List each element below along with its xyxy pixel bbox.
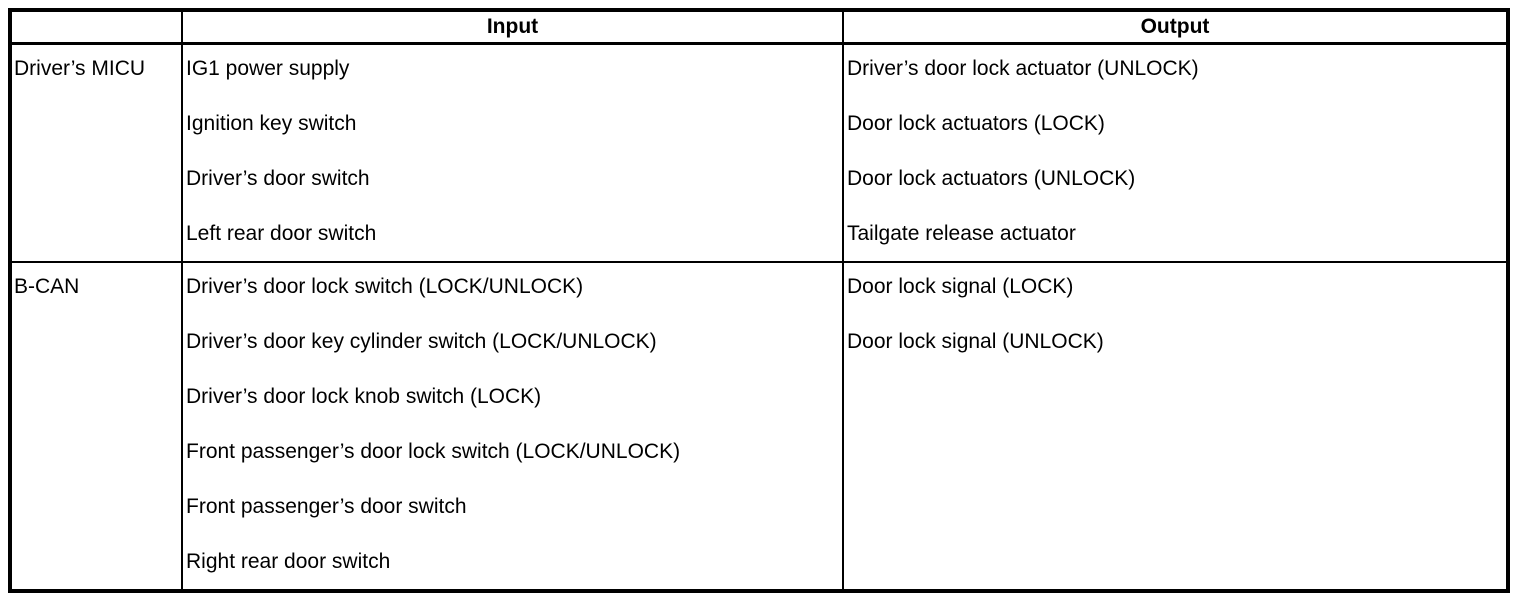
source-cell: B-CAN xyxy=(9,261,183,592)
input-item: Right rear door switch xyxy=(186,550,391,573)
io-table: Input Output Driver’s MICU IG1 power sup… xyxy=(8,8,1510,593)
output-item: Driver’s door lock actuator (UNLOCK) xyxy=(847,57,1199,80)
output-item: Tailgate release actuator xyxy=(847,222,1076,245)
input-item: Driver’s door key cylinder switch (LOCK/… xyxy=(186,330,657,353)
source-label: B-CAN xyxy=(14,275,80,298)
input-cell: IG1 power supply Ignition key switch Dri… xyxy=(181,42,844,263)
source-label: Driver’s MICU xyxy=(14,57,146,80)
input-item: IG1 power supply xyxy=(186,57,350,80)
input-cell: Driver’s door lock switch (LOCK/UNLOCK) … xyxy=(181,261,844,592)
output-item: Door lock actuators (UNLOCK) xyxy=(847,167,1136,190)
input-column-header: Input xyxy=(181,9,844,45)
output-cell: Door lock signal (LOCK) Door lock signal… xyxy=(842,261,1509,592)
header-row: Input Output xyxy=(9,9,1509,45)
input-item: Left rear door switch xyxy=(186,222,377,245)
input-item: Driver’s door switch xyxy=(186,167,370,190)
input-item: Front passenger’s door switch xyxy=(186,495,467,518)
source-cell: Driver’s MICU xyxy=(9,42,183,263)
corner-header-cell xyxy=(9,9,183,45)
input-item: Front passenger’s door lock switch (LOCK… xyxy=(186,440,681,463)
output-column-header: Output xyxy=(842,9,1509,45)
input-item: Driver’s door lock switch (LOCK/UNLOCK) xyxy=(186,275,584,298)
output-item: Door lock signal (LOCK) xyxy=(847,275,1074,298)
table-row-b-can: B-CAN Driver’s door lock switch (LOCK/UN… xyxy=(9,261,1509,592)
input-item: Driver’s door lock knob switch (LOCK) xyxy=(186,385,542,408)
output-item: Door lock signal (UNLOCK) xyxy=(847,330,1104,353)
table-row-drivers-micu: Driver’s MICU IG1 power supply Ignition … xyxy=(9,42,1509,263)
output-item: Door lock actuators (LOCK) xyxy=(847,112,1105,135)
output-cell: Driver’s door lock actuator (UNLOCK) Doo… xyxy=(842,42,1509,263)
input-item: Ignition key switch xyxy=(186,112,357,135)
document-page: Input Output Driver’s MICU IG1 power sup… xyxy=(8,8,1510,593)
